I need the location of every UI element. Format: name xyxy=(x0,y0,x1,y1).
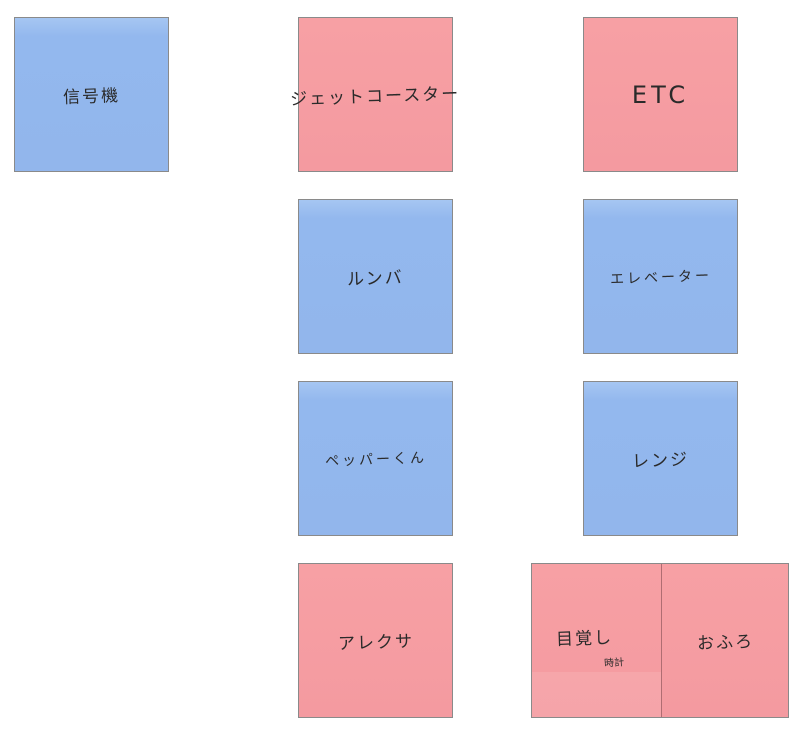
note-text: レンジ xyxy=(631,450,690,472)
note-text: アレクサ xyxy=(337,631,414,655)
sticky-note-microwave: レンジ xyxy=(583,381,738,536)
sticky-note-bath: おふろ xyxy=(661,564,788,717)
note-text: ペッパーくん xyxy=(324,449,427,470)
note-text: 目覚し xyxy=(555,628,614,650)
note-text: エレベーター xyxy=(609,267,712,288)
sticky-note-pepper: ペッパーくん xyxy=(298,381,453,536)
note-text: ジェットコースター xyxy=(290,84,461,110)
sticky-note-roller-coaster: ジェットコースター xyxy=(290,17,461,172)
sticky-note-elevator: エレベーター xyxy=(583,199,738,354)
note-text: 信号機 xyxy=(62,86,121,108)
sticky-note-etc: ETC xyxy=(583,17,738,172)
sticky-note-traffic-light: 信号機 xyxy=(14,17,169,172)
sticky-note-alarm-clock: 目覚し 時計 xyxy=(532,564,661,717)
note-text: おふろ xyxy=(696,632,754,654)
note-text: ETC xyxy=(631,80,690,109)
sticky-note-pair: 目覚し 時計 おふろ xyxy=(531,563,789,718)
sticky-note-roomba: ルンバ xyxy=(298,199,453,354)
sticky-note-alexa: アレクサ xyxy=(298,563,453,718)
note-subtext: 時計 xyxy=(603,657,625,670)
note-text: ルンバ xyxy=(346,268,405,290)
